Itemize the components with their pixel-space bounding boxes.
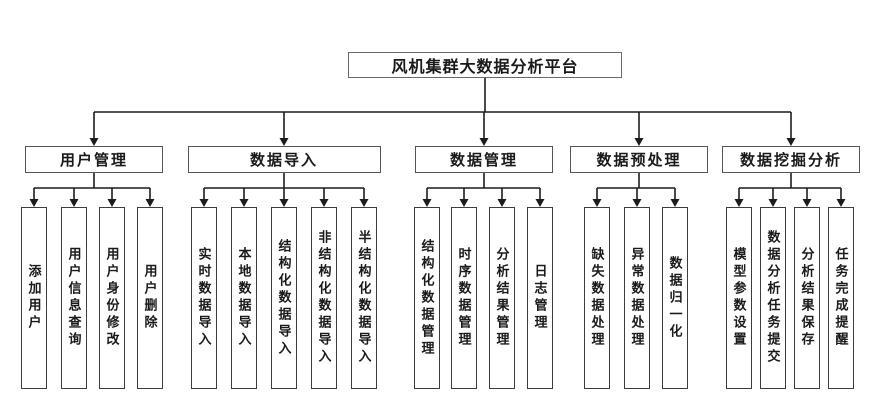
leaf-node: 非结构化数据导入: [311, 207, 337, 389]
leaf-node: 分析结果管理: [489, 207, 515, 389]
arrowhead-icon: [786, 138, 796, 146]
leaf-node-label: 本地数据导入: [236, 247, 252, 349]
leaf-node-label: 用户信息查询: [66, 247, 82, 349]
leaf-node: 时序数据管理: [451, 207, 477, 389]
leaf-node-label: 数据分析任务提交: [765, 230, 781, 366]
branch-node: 数据预处理: [570, 146, 708, 173]
arrowhead-icon: [69, 199, 79, 207]
leaf-node: 添加用户: [21, 207, 47, 389]
leaf-node: 用户删除: [137, 207, 163, 389]
arrowhead-icon: [497, 199, 507, 207]
leaf-node: 数据分析任务提交: [760, 207, 786, 389]
arrowhead-icon: [279, 199, 289, 207]
arrowhead-icon: [632, 199, 642, 207]
leaf-node-label: 半结构化数据导入: [356, 230, 372, 366]
arrowhead-icon: [802, 199, 812, 207]
arrowhead-icon: [199, 199, 209, 207]
arrowhead-icon: [836, 199, 846, 207]
leaf-node: 模型参数设置: [726, 207, 752, 389]
leaf-node: 任务完成提醒: [828, 207, 854, 389]
root-node: 风机集群大数据分析平台: [348, 52, 622, 78]
arrowhead-icon: [459, 199, 469, 207]
root-node-label: 风机集群大数据分析平台: [391, 59, 579, 76]
leaf-node-label: 数据归一化: [667, 255, 683, 341]
branch-node: 数据导入: [187, 146, 381, 173]
arrowhead-icon: [592, 199, 602, 207]
leaf-node-label: 异常数据处理: [629, 247, 645, 349]
arrowhead-icon: [479, 138, 489, 146]
arrowhead-icon: [422, 199, 432, 207]
leaf-node: 数据归一化: [662, 207, 688, 389]
arrowhead-icon: [107, 199, 117, 207]
branch-node-label: 数据挖掘分析: [739, 152, 842, 169]
arrowhead-icon: [734, 199, 744, 207]
leaf-node: 实时数据导入: [191, 207, 217, 389]
branch-node: 用户管理: [25, 146, 163, 173]
leaf-node: 日志管理: [527, 207, 553, 389]
arrowhead-icon: [768, 199, 778, 207]
arrowhead-icon: [634, 138, 644, 146]
leaf-node-label: 非结构化数据导入: [316, 230, 332, 366]
leaf-node-label: 用户身份修改: [104, 247, 120, 349]
arrowhead-icon: [145, 199, 155, 207]
leaf-node-label: 模型参数设置: [731, 247, 747, 349]
leaf-node-label: 添加用户: [26, 264, 42, 332]
leaf-node: 本地数据导入: [231, 207, 257, 389]
arrowhead-icon: [359, 199, 369, 207]
branch-node-label: 用户管理: [59, 152, 128, 169]
branch-node: 数据挖掘分析: [722, 146, 860, 173]
arrowhead-icon: [239, 199, 249, 207]
leaf-node-label: 实时数据导入: [196, 247, 212, 349]
branch-node-label: 数据管理: [449, 152, 518, 169]
arrowhead-icon: [89, 138, 99, 146]
leaf-node: 用户身份修改: [99, 207, 125, 389]
leaf-node: 结构化数据管理: [414, 207, 440, 389]
leaf-node-label: 任务完成提醒: [833, 247, 849, 349]
leaf-node: 用户信息查询: [61, 207, 87, 389]
arrowhead-icon: [319, 199, 329, 207]
branch-node-label: 数据预处理: [596, 152, 682, 169]
leaf-node-label: 用户删除: [142, 264, 158, 332]
leaf-node-label: 时序数据管理: [456, 247, 472, 349]
leaf-node-label: 分析结果保存: [799, 247, 815, 349]
arrowhead-icon: [670, 199, 680, 207]
leaf-node: 异常数据处理: [624, 207, 650, 389]
leaf-node-label: 结构化数据管理: [419, 238, 435, 358]
arrowhead-icon: [29, 199, 39, 207]
branch-node-label: 数据导入: [249, 152, 318, 169]
leaf-node-label: 缺失数据处理: [589, 247, 605, 349]
leaf-node: 分析结果保存: [794, 207, 820, 389]
arrowhead-icon: [279, 138, 289, 146]
branch-node: 数据管理: [415, 146, 553, 173]
leaf-node: 半结构化数据导入: [351, 207, 377, 389]
leaf-node: 缺失数据处理: [584, 207, 610, 389]
leaf-node-label: 日志管理: [532, 264, 548, 332]
leaf-node-label: 分析结果管理: [494, 247, 510, 349]
arrowhead-icon: [535, 199, 545, 207]
leaf-node-label: 结构化数据导入: [276, 238, 292, 358]
leaf-node: 结构化数据导入: [271, 207, 297, 389]
